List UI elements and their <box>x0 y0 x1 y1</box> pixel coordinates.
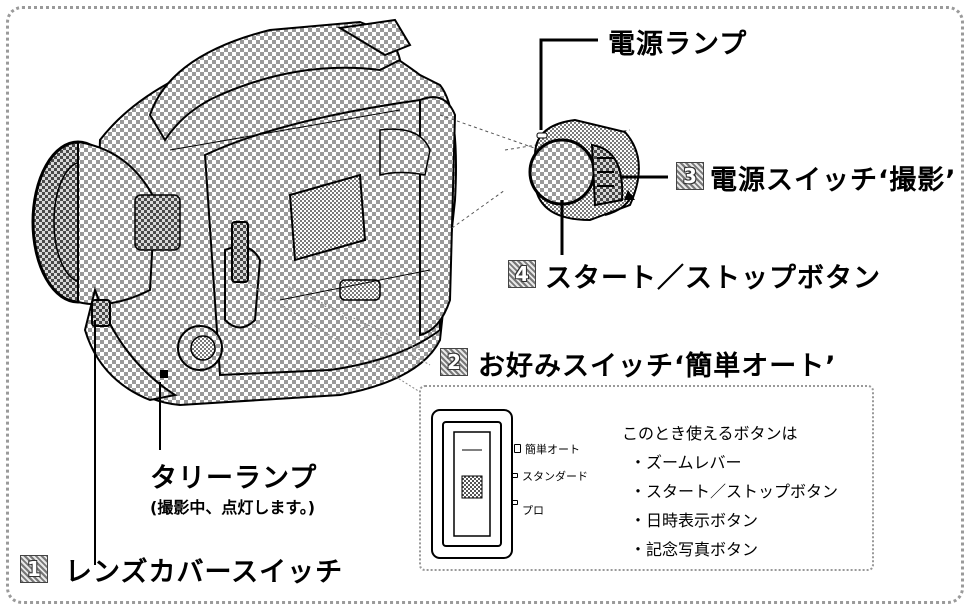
tally-lamp-note: (撮影中、点灯します。) <box>150 498 316 517</box>
position-marker-standard <box>511 473 518 478</box>
buttons-intro: このとき使えるボタンは <box>622 424 798 443</box>
step-4-number: 4 <box>515 262 529 286</box>
lens-cover-switch-label: レンズカバースイッチ <box>65 557 344 588</box>
step-3-number: 3 <box>683 164 697 188</box>
power-switch-label: 電源スイッチ‘撮影’ <box>710 165 957 196</box>
available-button-photo: ・記念写真ボタン <box>630 540 759 559</box>
available-button-zoom: ・ズームレバー <box>630 453 742 472</box>
position-marker-auto <box>514 444 521 453</box>
preference-switch-inset <box>419 385 874 571</box>
zoom-start-stop-button <box>528 138 596 206</box>
available-button-start-stop: ・スタート／ストップボタン <box>630 482 839 501</box>
position-marker-pro <box>511 500 518 505</box>
step-2-number: 2 <box>447 350 461 374</box>
switch-position-auto: 簡単オート <box>525 443 580 456</box>
tally-lamp-label: タリーランプ <box>150 463 318 494</box>
preference-switch-label: お好みスイッチ‘簡単オート’ <box>478 351 837 382</box>
switch-position-standard: スタンダード <box>522 470 588 483</box>
start-stop-label: スタート／ストップボタン <box>545 263 881 294</box>
step-2-badge: 2 <box>440 348 468 376</box>
step-1-number: 1 <box>27 557 41 581</box>
body-preference-switch <box>231 221 249 283</box>
step-1-badge: 1 <box>20 555 48 583</box>
available-button-date: ・日時表示ボタン <box>630 511 759 530</box>
step-4-badge: 4 <box>508 260 536 288</box>
switch-position-pro: プロ <box>522 504 544 517</box>
step-3-badge: 3 <box>676 162 704 190</box>
outer-frame <box>6 6 964 604</box>
power-lamp-label: 電源ランプ <box>608 29 748 60</box>
top-handle <box>148 20 402 142</box>
lens-cover-switch-graphic <box>91 299 111 327</box>
